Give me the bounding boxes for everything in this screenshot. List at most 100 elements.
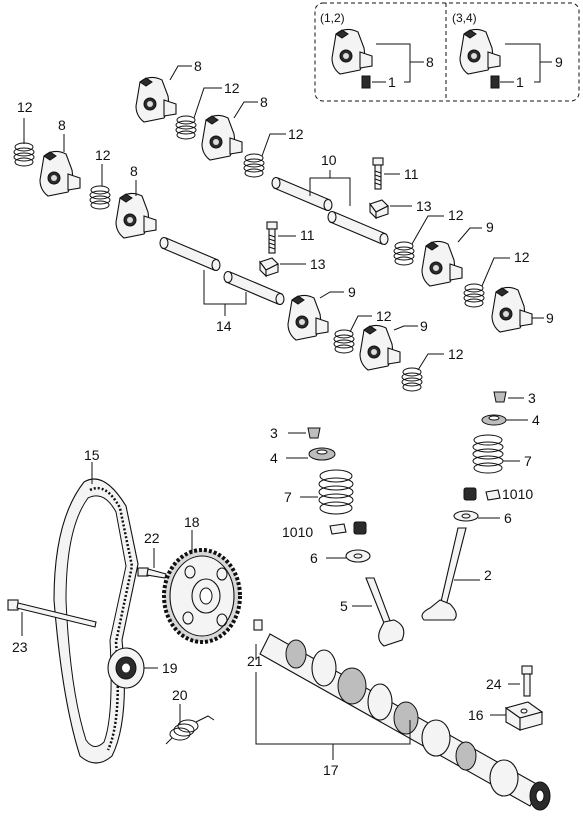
bolt-22 xyxy=(137,567,167,579)
callout-8a: 8 xyxy=(58,117,66,133)
callout-21: 21 xyxy=(247,653,263,669)
spring-12c xyxy=(175,115,197,140)
seal-1010b xyxy=(329,521,367,535)
callout-12b: 12 xyxy=(95,147,111,163)
callout-12d: 12 xyxy=(288,126,304,142)
callout-12a: 12 xyxy=(17,99,33,115)
callout-7a: 7 xyxy=(524,453,532,469)
clip-13a xyxy=(369,199,389,219)
callout-5: 5 xyxy=(340,598,348,614)
callout-3b: 3 xyxy=(270,425,278,441)
rocker-shaft-10a xyxy=(271,176,333,212)
callout-6b: 6 xyxy=(310,550,318,566)
spring-12b xyxy=(89,185,111,210)
clip-13b xyxy=(259,257,279,277)
callout-11a: 11 xyxy=(404,166,419,182)
callout-8c: 8 xyxy=(194,58,202,74)
camshaft-17 xyxy=(253,619,551,811)
rocker-arm-8d xyxy=(201,114,243,161)
callout-13b: 13 xyxy=(310,256,326,272)
callout-9c: 9 xyxy=(348,284,356,300)
spring-12f xyxy=(393,241,415,266)
washer-6b xyxy=(345,549,371,563)
spring-12g xyxy=(463,283,485,308)
callout-1010b: 1010 xyxy=(282,524,313,540)
washer-6a xyxy=(453,510,479,522)
callout-12g: 12 xyxy=(514,249,530,265)
spring-12a xyxy=(13,142,35,167)
inset-right-callout-1: 1 xyxy=(516,74,524,90)
callout-15: 15 xyxy=(84,447,100,463)
rocker-arm-9a xyxy=(421,240,463,287)
spring-12d xyxy=(243,153,265,178)
seat-4a xyxy=(481,414,507,426)
seal-1010a xyxy=(463,487,501,501)
callout-13a: 13 xyxy=(416,198,432,214)
tensioner-pulley-19 xyxy=(107,647,145,689)
spring-12i xyxy=(401,367,423,392)
retainer-3a xyxy=(493,391,507,403)
callout-6a: 6 xyxy=(504,510,512,526)
spring-20 xyxy=(165,715,215,745)
callout-4b: 4 xyxy=(270,450,278,466)
bolt-11b xyxy=(266,221,278,254)
rocker-arm-9d xyxy=(359,324,401,371)
inset-left-group-label: (1,2) xyxy=(320,11,345,25)
callout-7b: 7 xyxy=(284,489,292,505)
callout-9a: 9 xyxy=(486,219,494,235)
callout-22: 22 xyxy=(144,530,160,546)
rocker-arm-8a xyxy=(39,150,81,197)
bolt-23 xyxy=(7,599,97,628)
inset-right-adjust-screw xyxy=(490,75,500,89)
retainer-3b xyxy=(307,427,321,439)
valve-5 xyxy=(365,577,405,647)
callout-4a: 4 xyxy=(532,412,540,428)
inset-left-callout-1: 1 xyxy=(388,74,396,90)
callout-11b: 11 xyxy=(300,227,315,243)
callout-8d: 8 xyxy=(260,94,268,110)
rocker-shaft-14b xyxy=(223,270,285,306)
rocker-arm-8b xyxy=(115,192,157,239)
callout-16: 16 xyxy=(468,707,484,723)
inset-right-group-label: (3,4) xyxy=(452,11,477,25)
callout-9d: 9 xyxy=(420,318,428,334)
valve-spring-7b xyxy=(318,469,354,515)
callout-14: 14 xyxy=(216,318,232,334)
inset-box: (1,2) (3,4) 8 1 9 1 xyxy=(314,2,580,102)
callout-12c: 12 xyxy=(224,80,240,96)
valve-intake-stack: 3 4 7 1010 6 5 xyxy=(270,425,405,647)
valve-spring-7a xyxy=(472,434,504,474)
inset-left-rocker-arm xyxy=(331,28,373,75)
bracket-16 xyxy=(504,701,544,731)
rocker-arm-9b xyxy=(491,286,533,333)
callout-19: 19 xyxy=(162,660,178,676)
rocker-shaft-14a xyxy=(159,236,221,272)
callout-12i: 12 xyxy=(448,346,464,362)
callout-1010a: 1010 xyxy=(502,486,533,502)
rocker-assembly-exhaust: 10 11 13 12 9 12 9 9 12 9 12 xyxy=(271,152,554,392)
callout-3a: 3 xyxy=(528,390,536,406)
callout-12f: 12 xyxy=(448,207,464,223)
callout-17: 17 xyxy=(323,762,339,778)
callout-10: 10 xyxy=(321,152,337,168)
spring-12h xyxy=(333,329,355,354)
bolt-24 xyxy=(521,665,533,697)
rocker-assembly-intake: 12 8 12 8 8 12 8 12 14 11 13 xyxy=(13,58,326,334)
inset-left-adjust-screw xyxy=(361,75,371,89)
timing-belt-15: 15 xyxy=(53,447,139,764)
bolt-11a xyxy=(372,157,384,190)
camshaft-sprocket-18 xyxy=(162,548,242,644)
rocker-arm-9c xyxy=(287,294,329,341)
inset-left-callout-8: 8 xyxy=(426,54,434,70)
callout-2: 2 xyxy=(484,567,492,583)
inset-right-rocker-arm xyxy=(459,28,501,75)
callout-20: 20 xyxy=(172,687,188,703)
callout-23: 23 xyxy=(12,639,28,655)
valve-2 xyxy=(421,527,467,621)
callout-18: 18 xyxy=(184,514,200,530)
inset-right-callout-9: 9 xyxy=(555,54,563,70)
callout-12h: 12 xyxy=(376,308,392,324)
seat-4b xyxy=(308,447,336,461)
rocker-arm-8c xyxy=(135,76,177,123)
